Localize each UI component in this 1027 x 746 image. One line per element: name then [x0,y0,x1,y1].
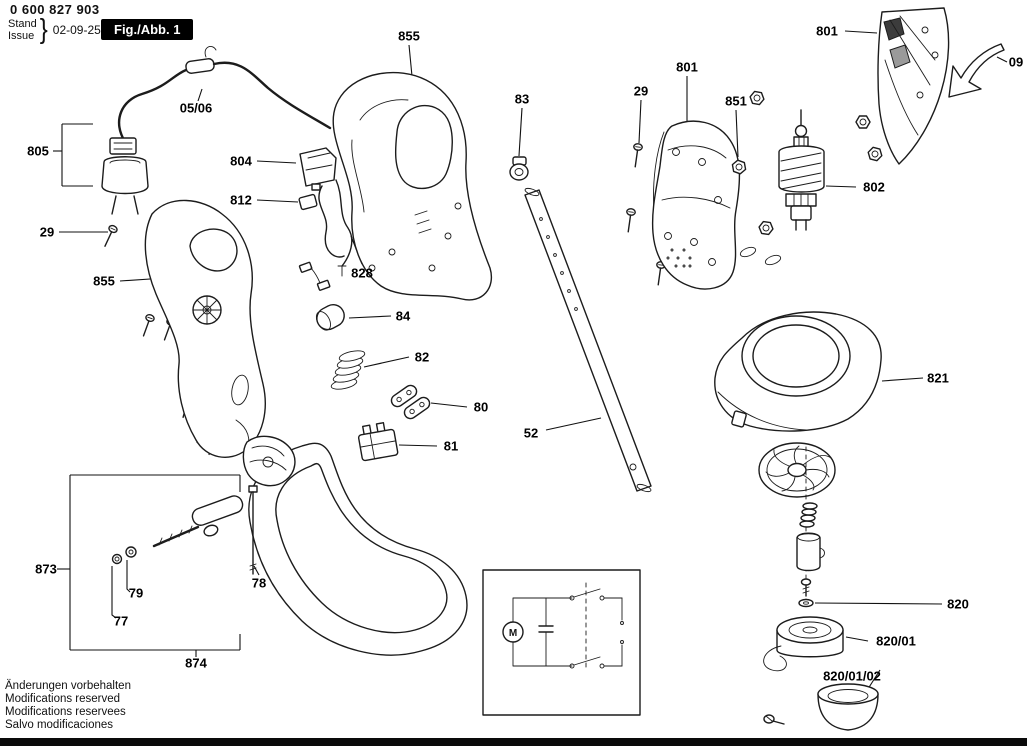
issue-label: Issue [8,30,35,42]
callout-52-shaft: 52 [523,425,539,441]
spool-parts-drawing [763,446,879,731]
fan-drawing [758,442,836,498]
callout-05-06-cord: 05/06 [179,100,213,116]
brace-glyph: } [39,13,48,45]
callout-812: 812 [230,192,252,208]
callout-805-plug: 805 [27,143,49,159]
callout-855-handle: 855 [93,273,115,289]
figure-badge: Fig./Abb. 1 [101,19,194,40]
callout-79-washer: 79 [128,585,144,601]
notice-line-en: Modifications reserved [5,693,121,705]
callout-09-arrow: 09 [1008,54,1024,70]
callout-873-clamp-kit: 873 [35,561,57,577]
modifications-notice: Änderungen vorbehalten Modifications res… [5,680,131,732]
notice-line-fr: Modifications reservees [5,706,126,718]
shaft-52-drawing [524,187,652,493]
callout-78-bolt: 78 [251,575,267,591]
connector-81-drawing [357,422,399,462]
motor-symbol-label: M [509,628,517,639]
switch-804-drawing [299,147,337,191]
callout-81-connector: 81 [443,438,459,454]
callout-804-switch: 804 [230,153,252,169]
spring-82-drawing [330,350,366,390]
upper-housing-855-drawing [332,71,493,301]
callout-80-clips: 80 [473,399,489,415]
hex-nuts-drawing [731,90,883,266]
issue-date: 02-09-25 [52,23,101,37]
power-cord-drawing [117,46,332,144]
notice-line-de: Änderungen vorbehalten [5,680,131,692]
clamp-kit-873-drawing [69,474,258,651]
bushing-84-drawing [315,304,345,331]
callout-802-armature: 802 [863,179,885,195]
issue-block: Stand Issue } 02-09-25 [8,13,101,45]
callout-29-screw-left: 29 [39,224,55,240]
bottom-divider-bar [0,738,1027,746]
armature-802-drawing [778,109,825,231]
callout-820-spool-parts: 820 [947,596,969,612]
callout-29-screw-right: 29 [633,83,649,99]
callout-82-spring: 82 [414,349,430,365]
motor-housing-801-drawing [651,120,741,290]
direction-arrow-09-drawing [948,43,1005,98]
callout-851-nut: 851 [725,93,747,109]
callout-855-upper-housing: 855 [398,28,420,44]
callout-83-clamp: 83 [514,91,530,107]
callout-820-01-02-cap: 820/01/02 [823,668,881,684]
callout-801-housing-right: 801 [816,23,838,39]
housing-801-right-drawing [877,7,950,165]
part-812-drawing [298,193,318,211]
clamp-83-drawing [509,156,529,181]
stand-label: Stand [8,18,37,30]
callout-84-bushing: 84 [395,308,411,324]
handle-housing-855-drawing [144,199,266,458]
callout-828-wires: 828 [351,265,373,281]
loop-handle-drawing [242,435,468,656]
plug-and-clamp-drawing [101,137,149,215]
callout-821-guard: 821 [927,370,949,386]
guard-821-drawing [714,311,882,432]
callout-820-01-spool: 820/01 [876,633,916,649]
notice-line-es: Salvo modificaciones [5,719,114,731]
wiring-diagram-drawing: M [482,569,641,716]
wires-828-drawing [298,179,353,291]
document-part-number: 0 600 827 903 [10,2,100,17]
callout-801-motor-housing: 801 [676,59,698,75]
callout-77-washer: 77 [113,613,129,629]
callout-874-knob: 874 [185,655,207,671]
clips-80-drawing [390,384,431,420]
